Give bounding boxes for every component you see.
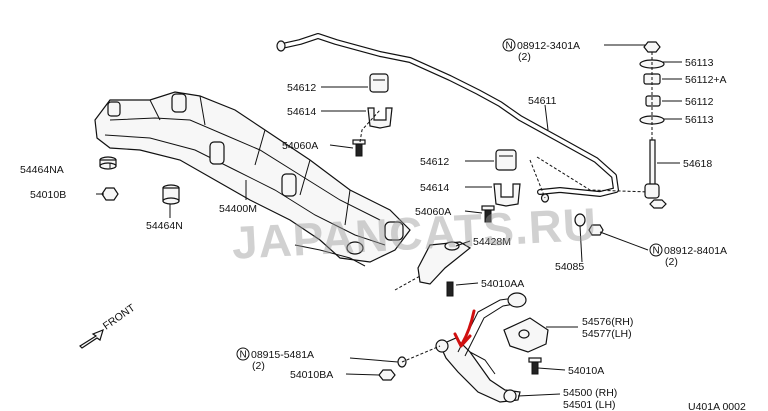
label-54010a: 54010A bbox=[568, 365, 604, 377]
label-08912-3401a: 08912-3401A bbox=[517, 40, 580, 52]
label-54614-mid: 54614 bbox=[420, 182, 449, 194]
label-08915-5481a-qty: (2) bbox=[252, 360, 265, 372]
label-54614-top: 54614 bbox=[287, 106, 316, 118]
link-hardware bbox=[639, 41, 667, 209]
label-54576: 54576(RH) bbox=[582, 316, 633, 328]
bracket-54428m bbox=[417, 241, 472, 297]
circle-n-label-2: N bbox=[653, 246, 660, 257]
label-54577: 54577(LH) bbox=[582, 328, 632, 340]
label-54085: 54085 bbox=[555, 261, 584, 273]
bolt-54060a-mid bbox=[481, 205, 495, 223]
front-arrow-icon bbox=[79, 328, 104, 349]
label-54464n: 54464N bbox=[146, 220, 183, 232]
clamp-54614-mid bbox=[493, 183, 521, 207]
bolt-54010a bbox=[528, 357, 542, 375]
label-56112a: 56112+A bbox=[685, 74, 727, 86]
mount-bushing-lower bbox=[162, 184, 180, 205]
bolt-54010b bbox=[101, 187, 119, 201]
label-54464na: 54464NA bbox=[20, 164, 64, 176]
label-56113-bot: 56113 bbox=[685, 114, 714, 126]
label-54612-mid: 54612 bbox=[420, 156, 449, 168]
lower-arm bbox=[435, 292, 527, 403]
clamp-54614-top bbox=[367, 107, 393, 129]
label-54501: 54501 (LH) bbox=[563, 399, 616, 411]
label-54500: 54500 (RH) bbox=[563, 387, 617, 399]
label-54010aa: 54010AA bbox=[481, 278, 524, 290]
label-08912-8401a-qty: (2) bbox=[665, 256, 678, 268]
bracket-54576 bbox=[503, 317, 549, 353]
label-54060a-top: 54060A bbox=[282, 140, 318, 152]
label-56112: 56112 bbox=[685, 96, 714, 108]
label-54612-top: 54612 bbox=[287, 82, 316, 94]
label-54010ba: 54010BA bbox=[290, 369, 333, 381]
label-54618: 54618 bbox=[683, 158, 712, 170]
crossmember bbox=[94, 91, 411, 267]
highlight-arrow-head bbox=[453, 332, 472, 348]
bushing-54612-mid bbox=[495, 149, 517, 171]
label-54010b: 54010B bbox=[30, 189, 66, 201]
front-label: FRONT bbox=[101, 302, 138, 333]
leader-lines bbox=[96, 44, 682, 397]
washer-54085 bbox=[574, 213, 604, 236]
bushing-54612-top bbox=[369, 73, 389, 93]
label-08912-3401a-qty: (2) bbox=[518, 51, 531, 63]
bar-dashed-lead bbox=[536, 156, 651, 193]
label-54611: 54611 bbox=[528, 95, 557, 107]
label-08912-8401a: 08912-8401A bbox=[664, 245, 727, 257]
label-08915-5481a: 08915-5481A bbox=[251, 349, 314, 361]
mount-bushing-left bbox=[99, 156, 117, 170]
circle-n-label-3: N bbox=[240, 350, 247, 361]
label-54060a-mid: 54060A bbox=[415, 206, 451, 218]
circle-n-label: N bbox=[506, 41, 513, 52]
diagram-id: U401A 0002 bbox=[688, 401, 746, 411]
bolt-54060a-top bbox=[352, 139, 366, 157]
label-54400m: 54400M bbox=[219, 203, 257, 215]
label-56113-top: 56113 bbox=[685, 57, 714, 69]
label-54428m: 54428M bbox=[473, 236, 511, 248]
